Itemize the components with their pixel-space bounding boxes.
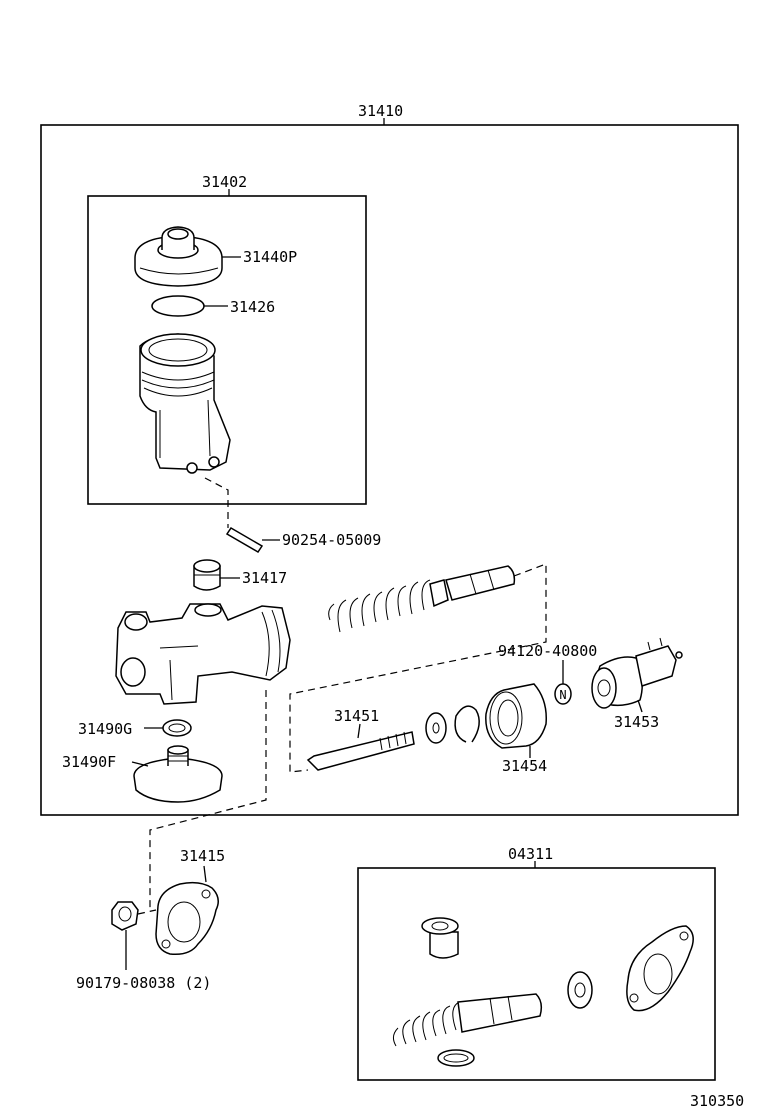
kit-piston-spring-icon [392, 993, 543, 1047]
reservoir-body-icon [139, 333, 231, 474]
label-pin: 90254-05009 [282, 531, 381, 549]
label-reservoir-cap: 31440P [243, 248, 297, 266]
label-clevis: 31453 [614, 713, 659, 731]
label-boot: 31454 [502, 757, 547, 775]
push-rod-icon [306, 731, 415, 771]
n-marker-text: N [559, 688, 566, 702]
pin-icon [225, 526, 264, 554]
label-grommet: 31417 [242, 569, 287, 587]
n-marker-icon: N [554, 683, 572, 705]
label-cap-seal: 31426 [230, 298, 275, 316]
kit-grommet-icon [421, 917, 459, 959]
kit-flange-gasket-icon [626, 925, 694, 1012]
clevis-icon [591, 637, 683, 709]
label-repair-kit: 04311 [508, 845, 553, 863]
grommet-icon [193, 559, 221, 591]
reservoir-kit-frame [87, 195, 367, 505]
assembly-frame [40, 124, 739, 816]
nut-icon [111, 901, 139, 931]
label-assembly-main: 31410 [358, 102, 403, 120]
push-rod-washer-icon [425, 712, 447, 744]
repair-kit-frame [357, 867, 716, 1081]
piston-spring-icon [328, 565, 516, 633]
label-reservoir-kit: 31402 [202, 173, 247, 191]
cap-seal-icon [151, 295, 205, 317]
label-diagram-number: 310350 [690, 1092, 744, 1110]
master-cylinder-body-icon [115, 603, 291, 705]
boot-icon [485, 683, 547, 749]
flange-gasket-icon [155, 881, 219, 956]
label-gasket-g: 31490G [78, 720, 132, 738]
label-snap-ring: 94120-40800 [498, 642, 597, 660]
label-push-rod: 31451 [334, 707, 379, 725]
gasket-g-icon [162, 719, 192, 737]
union-f-icon [133, 745, 223, 803]
label-union-f: 31490F [62, 753, 116, 771]
kit-washer-icon [567, 971, 593, 1009]
label-flange-gasket: 31415 [180, 847, 225, 865]
push-rod-snap-ring-icon [454, 705, 480, 743]
reservoir-cap-icon [134, 226, 223, 287]
kit-seal-icon [437, 1049, 475, 1067]
label-nut: 90179-08038 (2) [76, 974, 211, 992]
